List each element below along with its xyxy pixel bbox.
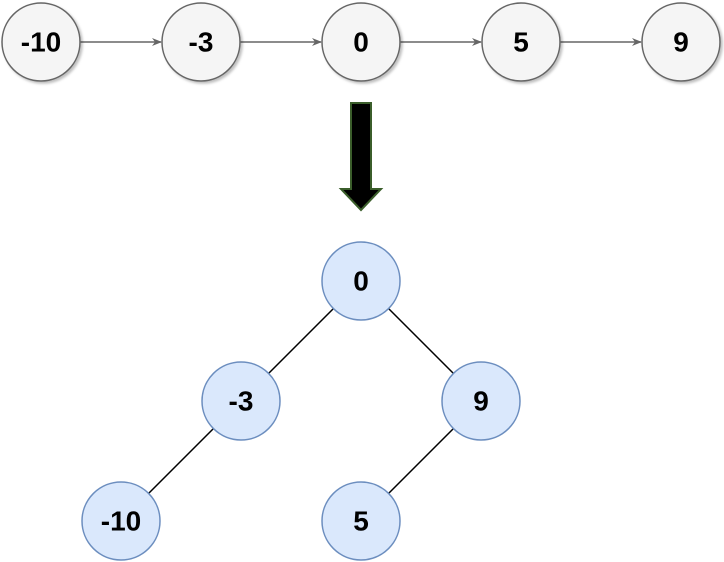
list-node-label: -3 (189, 27, 214, 58)
tree-node: -3 (201, 361, 281, 441)
tree-node: 9 (441, 361, 521, 441)
tree-edges (147, 307, 455, 495)
list-node-label: -10 (21, 27, 61, 58)
tree-edge (387, 427, 455, 495)
tree-node-circle (441, 361, 521, 441)
list-node-circle (481, 2, 561, 82)
list-node-circle (641, 2, 721, 82)
tree-node-label: 9 (473, 386, 489, 417)
tree-node-label: 0 (353, 266, 369, 297)
list-node: 9 (641, 2, 721, 82)
list-node: -3 (161, 2, 241, 82)
list-node-label: 0 (353, 27, 369, 58)
tree-edge (147, 427, 215, 495)
list-node: 0 (321, 2, 401, 82)
tree-node-circle (321, 241, 401, 321)
tree-node-label: -10 (101, 506, 141, 537)
list-node-circle (161, 2, 241, 82)
tree-node-circle (201, 361, 281, 441)
list-node-circle (321, 2, 401, 82)
list-node: 5 (481, 2, 561, 82)
tree-edge (387, 307, 455, 375)
tree-node-label: -3 (229, 386, 254, 417)
tree-node: 0 (321, 241, 401, 321)
tree-node-circle (81, 481, 161, 561)
tree-node-circle (321, 481, 401, 561)
tree-node: 5 (321, 481, 401, 561)
linked-list: -10 -3 0 5 9 (1, 2, 721, 82)
list-node-label: 5 (513, 27, 529, 58)
list-node: -10 (1, 2, 81, 82)
tree-node-label: 5 (353, 506, 369, 537)
tree-node: -10 (81, 481, 161, 561)
list-node-circle (1, 2, 81, 82)
tree-edge (267, 307, 335, 375)
list-node-label: 9 (673, 27, 689, 58)
transform-arrow-icon (338, 102, 384, 212)
binary-tree: 0 -3 9 -10 5 (81, 241, 521, 561)
